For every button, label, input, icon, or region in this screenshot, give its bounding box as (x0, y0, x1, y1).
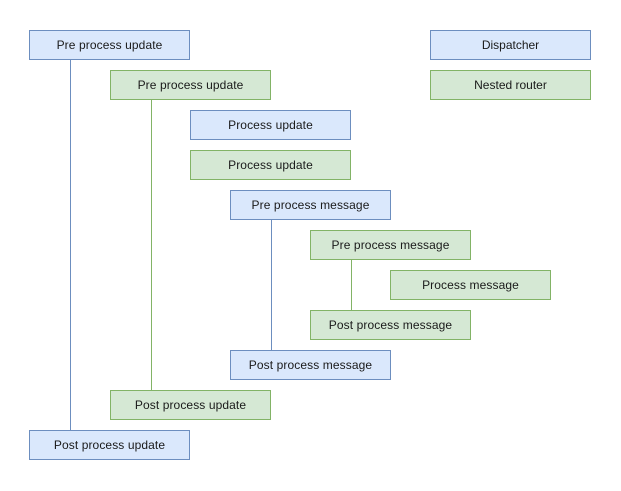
connector-n1-to-n11 (70, 60, 71, 430)
node-n5[interactable]: Pre process message (230, 190, 391, 220)
legend-item-dispatcher[interactable]: Dispatcher (430, 30, 591, 60)
node-n4[interactable]: Process update (190, 150, 351, 180)
node-n3[interactable]: Process update (190, 110, 351, 140)
node-n9[interactable]: Post process message (230, 350, 391, 380)
node-n2[interactable]: Pre process update (110, 70, 271, 100)
node-n1[interactable]: Pre process update (29, 30, 190, 60)
connector-n6-to-n8 (351, 260, 352, 310)
connector-n2-to-n10 (151, 100, 152, 390)
node-n7[interactable]: Process message (390, 270, 551, 300)
node-n11[interactable]: Post process update (29, 430, 190, 460)
legend-item-nested[interactable]: Nested router (430, 70, 591, 100)
node-n6[interactable]: Pre process message (310, 230, 471, 260)
node-n8[interactable]: Post process message (310, 310, 471, 340)
node-n10[interactable]: Post process update (110, 390, 271, 420)
connector-n5-to-n9 (271, 220, 272, 350)
